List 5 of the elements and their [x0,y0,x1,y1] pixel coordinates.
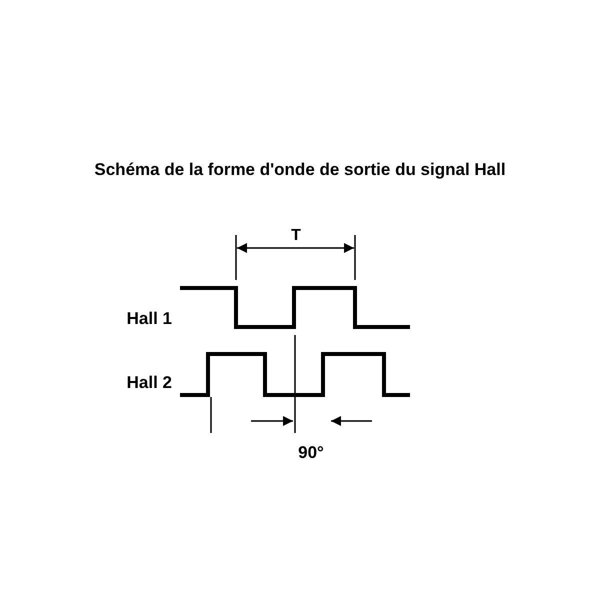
dimension-label: T [291,228,301,244]
signal-label: Hall 2 [126,374,172,391]
signal-label: Hall 1 [126,310,172,327]
diagram-title: Schéma de la forme d'onde de sortie du signal Hall [93,161,507,178]
dimension-label: 90° [298,444,324,461]
